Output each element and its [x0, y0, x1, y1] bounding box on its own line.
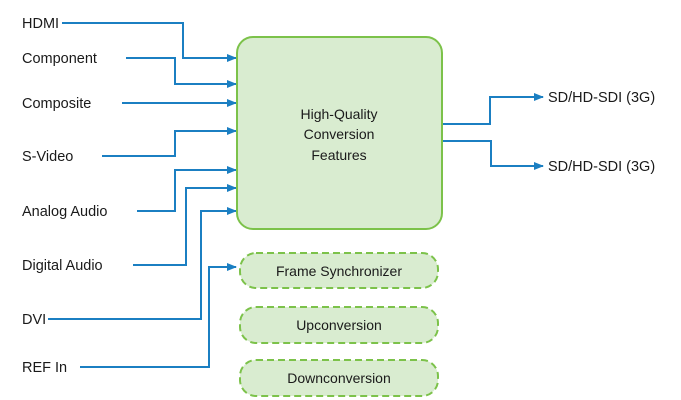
main-box-line-1: High-Quality	[300, 106, 377, 122]
feature-box-shape	[239, 359, 439, 397]
output-connectors	[442, 93, 544, 170]
main-box-shape	[236, 36, 443, 230]
connector-ref-in	[80, 263, 237, 368]
main-conversion-box: High-Quality Conversion Features	[236, 36, 443, 230]
input-labels: HDMI Component Composite S-Video Analog …	[22, 16, 107, 376]
connector-dvi	[48, 207, 237, 320]
feature-label-downconversion: Downconversion	[287, 370, 391, 386]
input-label-s-video: S-Video	[22, 149, 73, 165]
connector-analog-audio	[137, 166, 237, 212]
feature-label-frame-synchronizer: Frame Synchronizer	[276, 263, 402, 279]
connector-hdmi	[62, 22, 237, 62]
input-label-digital-audio: Digital Audio	[22, 258, 103, 274]
input-label-dvi: DVI	[22, 312, 46, 328]
feature-frame-synchronizer: Frame Synchronizer	[239, 252, 439, 289]
connector-digital-audio	[133, 184, 237, 266]
connector-output-2	[442, 140, 544, 170]
input-connectors	[48, 22, 237, 368]
feature-box-shape	[239, 306, 439, 344]
output-labels: SD/HD-SDI (3G) SD/HD-SDI (3G)	[548, 90, 655, 175]
feature-label-upconversion: Upconversion	[296, 317, 382, 333]
input-label-hdmi: HDMI	[22, 16, 59, 32]
input-label-ref-in: REF In	[22, 360, 67, 376]
output-label-2: SD/HD-SDI (3G)	[548, 159, 655, 175]
connector-s-video	[102, 127, 237, 157]
feature-boxes: Frame Synchronizer Upconversion Downconv…	[239, 252, 439, 397]
feature-downconversion: Downconversion	[239, 359, 439, 397]
main-box-line-3: Features	[311, 147, 366, 163]
input-label-analog-audio: Analog Audio	[22, 204, 107, 220]
input-label-component: Component	[22, 51, 97, 67]
main-box-line-2: Conversion	[304, 126, 375, 142]
feature-upconversion: Upconversion	[239, 306, 439, 344]
output-label-1: SD/HD-SDI (3G)	[548, 90, 655, 106]
feature-box-shape	[239, 252, 439, 289]
connector-output-1	[442, 93, 544, 125]
connector-component	[126, 57, 237, 88]
input-label-composite: Composite	[22, 96, 91, 112]
